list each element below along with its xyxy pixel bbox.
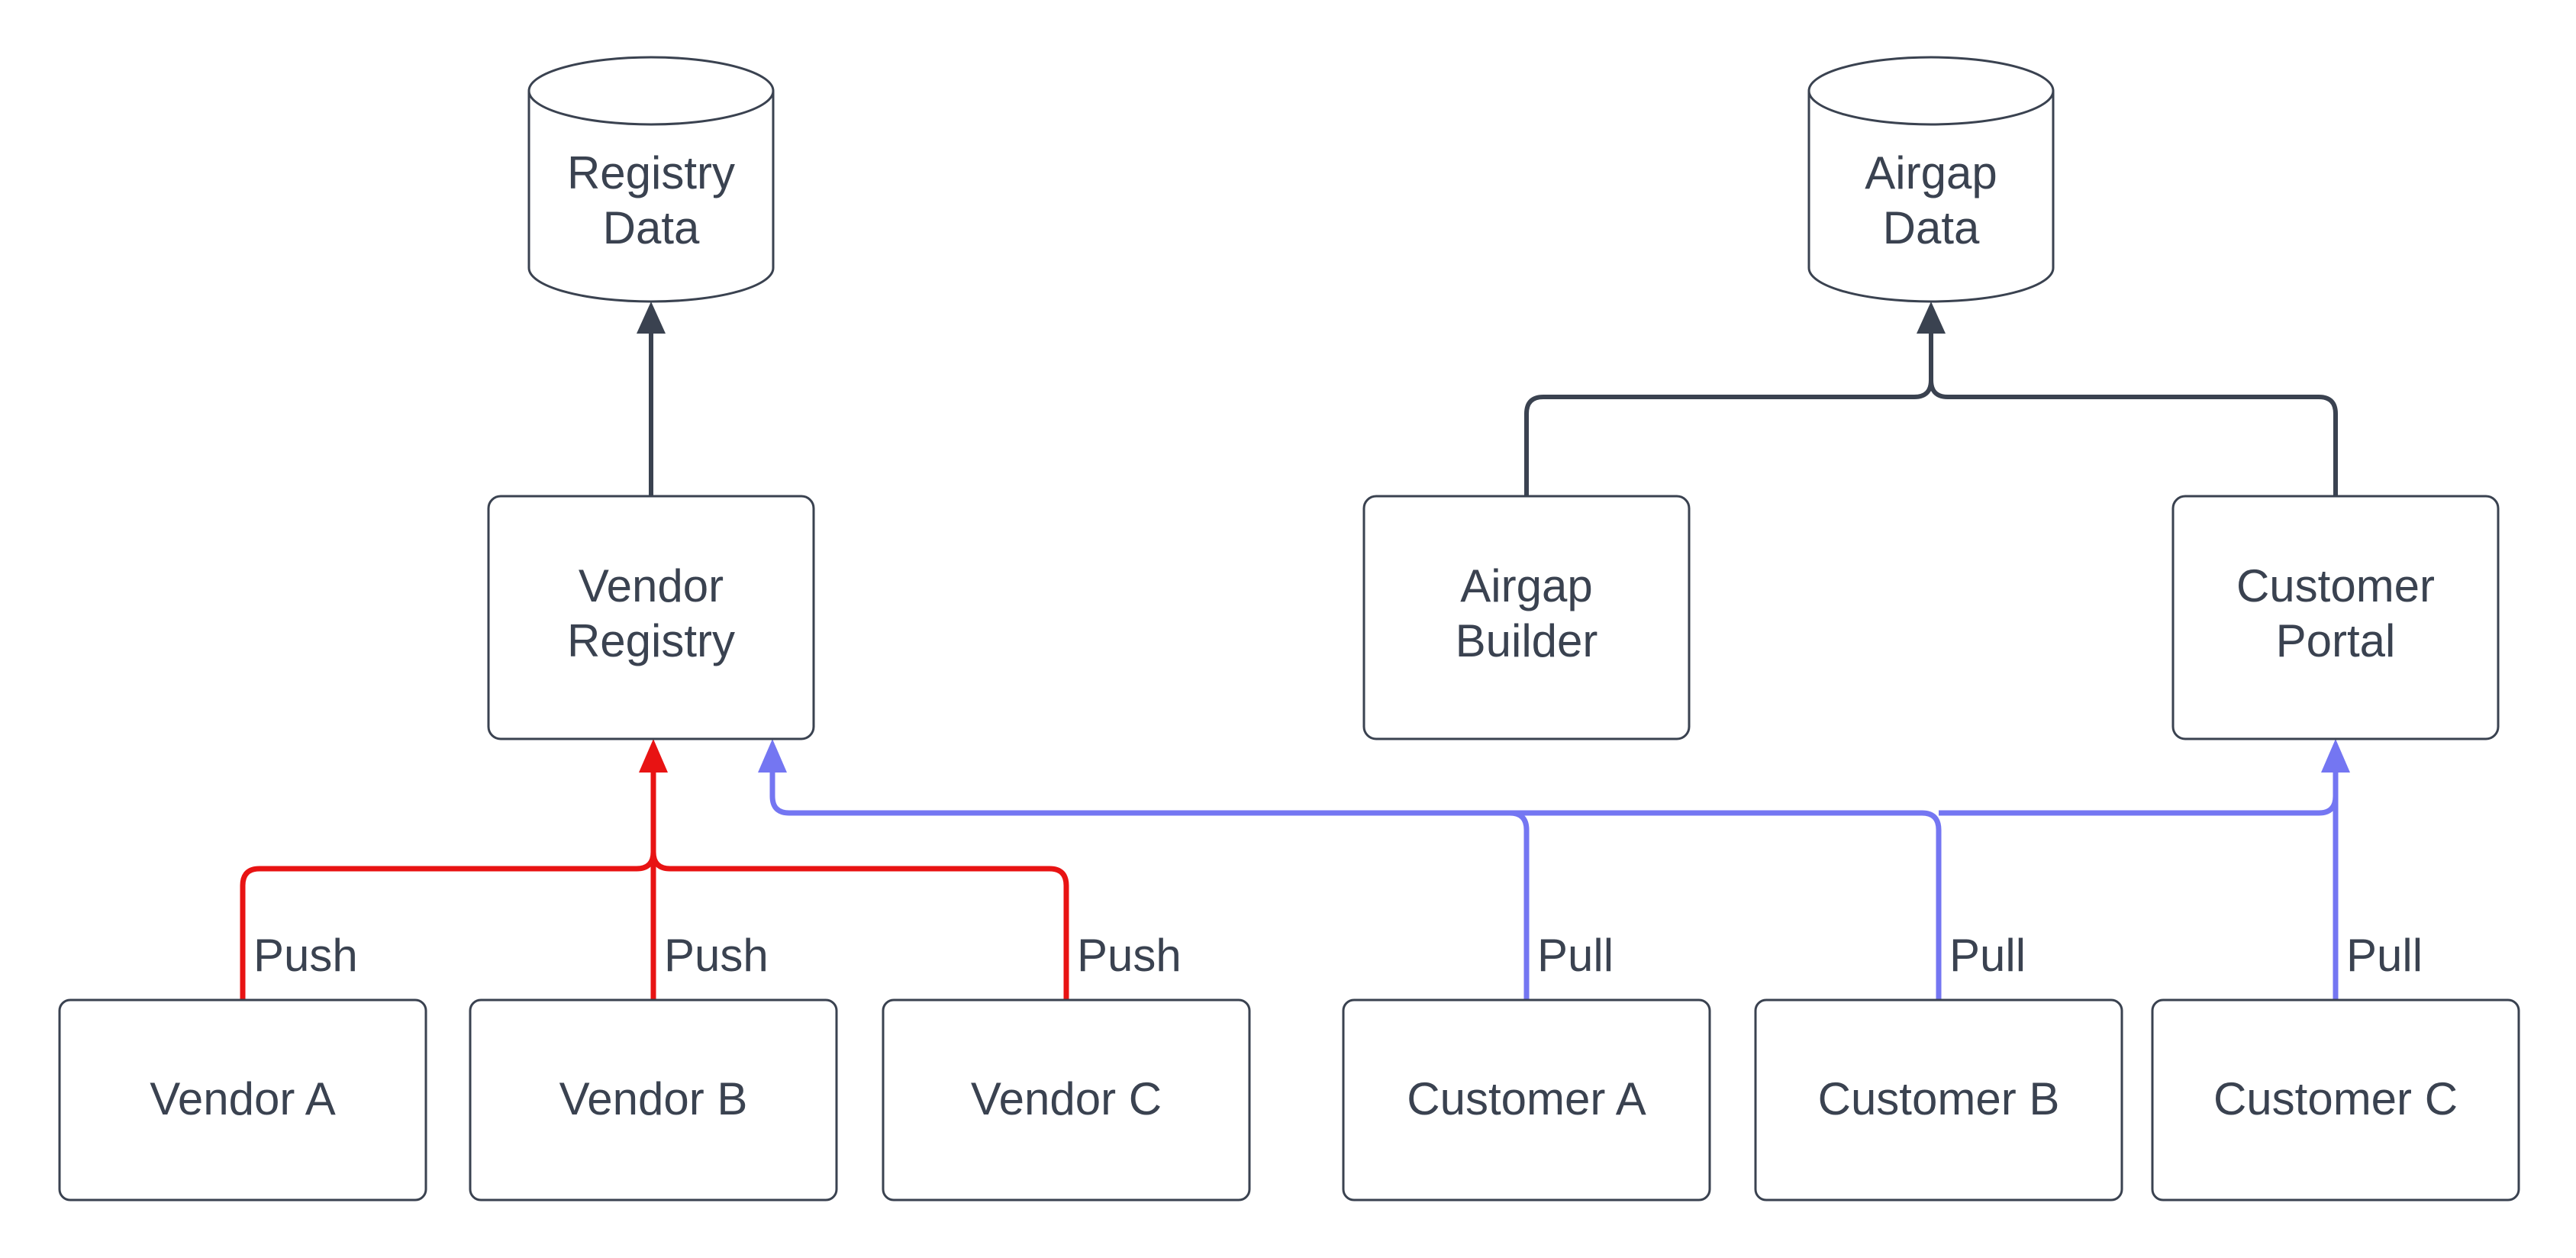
node-label-line2: Registry (567, 615, 735, 666)
process-box (1342, 998, 1711, 1202)
process-box (1362, 495, 1691, 740)
node-label: Vendor B (559, 1073, 748, 1124)
node-customer-c: Customer C (2151, 998, 2520, 1202)
node-label-line2: Portal (2276, 615, 2396, 666)
edge-vendor-registry-to-registry-data (637, 302, 666, 496)
edge-line (789, 810, 1942, 1000)
node-label-line1: Registry (567, 147, 735, 198)
edge-pull-customer-b (789, 810, 1942, 1000)
node-label-line2: Builder (1456, 615, 1598, 666)
edge-pull-customer-c (1939, 773, 2339, 1000)
node-label-line1: Customer (2236, 560, 2435, 611)
edge-label-push-vendor-c: Push (1077, 930, 1182, 981)
node-vendor-c: Vendor C (882, 998, 1251, 1202)
node-label-line2: Data (1883, 202, 1980, 253)
edge-line (650, 773, 1069, 1000)
node-vendor-registry: Vendor Registry (487, 495, 815, 740)
node-airgap-builder: Airgap Builder (1362, 495, 1691, 740)
edge-customer-portal-to-airgap-data (1917, 302, 2338, 496)
edge-line (1939, 795, 2339, 816)
edge-line (1524, 334, 1933, 496)
process-box (487, 495, 815, 740)
cylinder-body (1807, 91, 2055, 303)
process-box (58, 998, 427, 1202)
node-registry-data: Registry Data (527, 56, 775, 303)
node-customer-a: Customer A (1342, 998, 1711, 1202)
node-label: Vendor A (150, 1073, 336, 1124)
cylinder-body (527, 91, 775, 303)
node-label-line1: Airgap (1460, 560, 1592, 611)
cylinder-top (527, 56, 775, 126)
cylinder-top (1807, 56, 2055, 126)
arrow-up-icon (758, 739, 787, 773)
edge-label-pull-customer-c: Pull (2346, 930, 2423, 981)
edge-label-push-vendor-a: Push (253, 930, 358, 981)
process-box (2151, 998, 2520, 1202)
edge-label-pull-customer-b: Pull (1949, 930, 2026, 981)
arrow-up-icon (2321, 739, 2350, 773)
edge-airgap-builder-to-airgap-data (1524, 334, 1933, 496)
node-label: Vendor C (971, 1073, 1162, 1124)
process-box (882, 998, 1251, 1202)
process-box (469, 998, 838, 1202)
node-customer-b: Customer B (1754, 998, 2123, 1202)
arrow-up-icon (639, 739, 668, 773)
node-vendor-a: Vendor A (58, 998, 427, 1202)
process-box (1754, 998, 2123, 1202)
node-label: Customer A (1407, 1073, 1646, 1124)
edge-label-pull-customer-a: Pull (1537, 930, 1614, 981)
arrow-up-icon (637, 302, 666, 334)
node-label-line2: Data (603, 202, 700, 253)
node-label-line1: Vendor (579, 560, 724, 611)
node-vendor-b: Vendor B (469, 998, 838, 1202)
arrow-up-icon (1917, 302, 1946, 334)
node-label-line1: Airgap (1865, 147, 1997, 198)
node-customer-portal: Customer Portal (2171, 495, 2500, 740)
edge-push-vendor-c (639, 739, 1069, 1000)
edge-line (1929, 334, 2338, 496)
process-box (2171, 495, 2500, 740)
node-airgap-data: Airgap Data (1807, 56, 2055, 303)
edge-label-push-vendor-b: Push (664, 930, 769, 981)
node-label: Customer B (1818, 1073, 2060, 1124)
node-label: Customer C (2213, 1073, 2458, 1124)
